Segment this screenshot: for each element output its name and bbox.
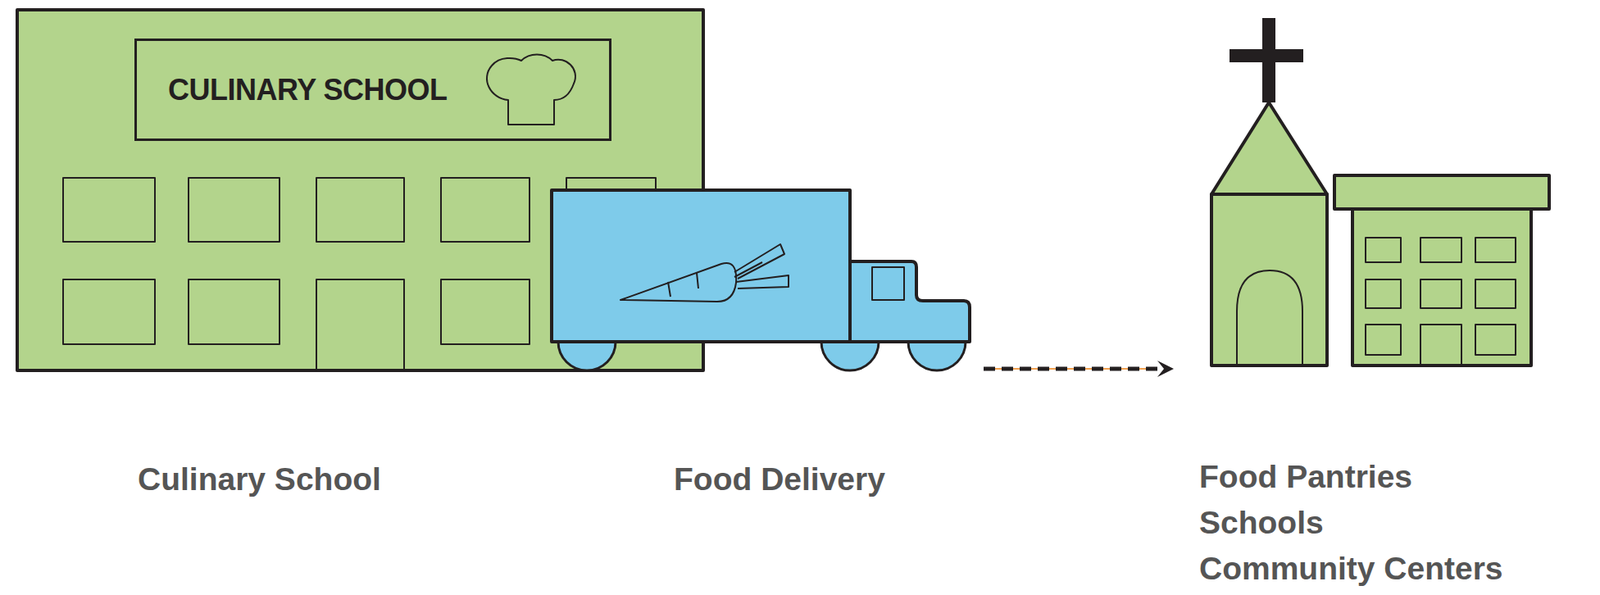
caption-label: Community Centers bbox=[1199, 550, 1504, 587]
illustration-node: Food Delivery bbox=[551, 190, 984, 371]
sign-text: CULINARY SCHOOL bbox=[168, 73, 448, 107]
caption-label: Schools bbox=[1199, 504, 1324, 541]
caption-label: Food Pantries bbox=[1199, 459, 1413, 496]
illustration-node: Food PantriesSchoolsCommunity Centers bbox=[1173, 18, 1550, 371]
caption-label: Culinary School bbox=[137, 461, 382, 498]
illustration-node: Culinary SchoolCULINARY SCHOOL bbox=[17, 9, 704, 371]
delivery-arrow bbox=[983, 360, 1174, 378]
caption-label: Food Delivery bbox=[673, 461, 886, 498]
sign-board: CULINARY SCHOOL bbox=[134, 38, 612, 141]
